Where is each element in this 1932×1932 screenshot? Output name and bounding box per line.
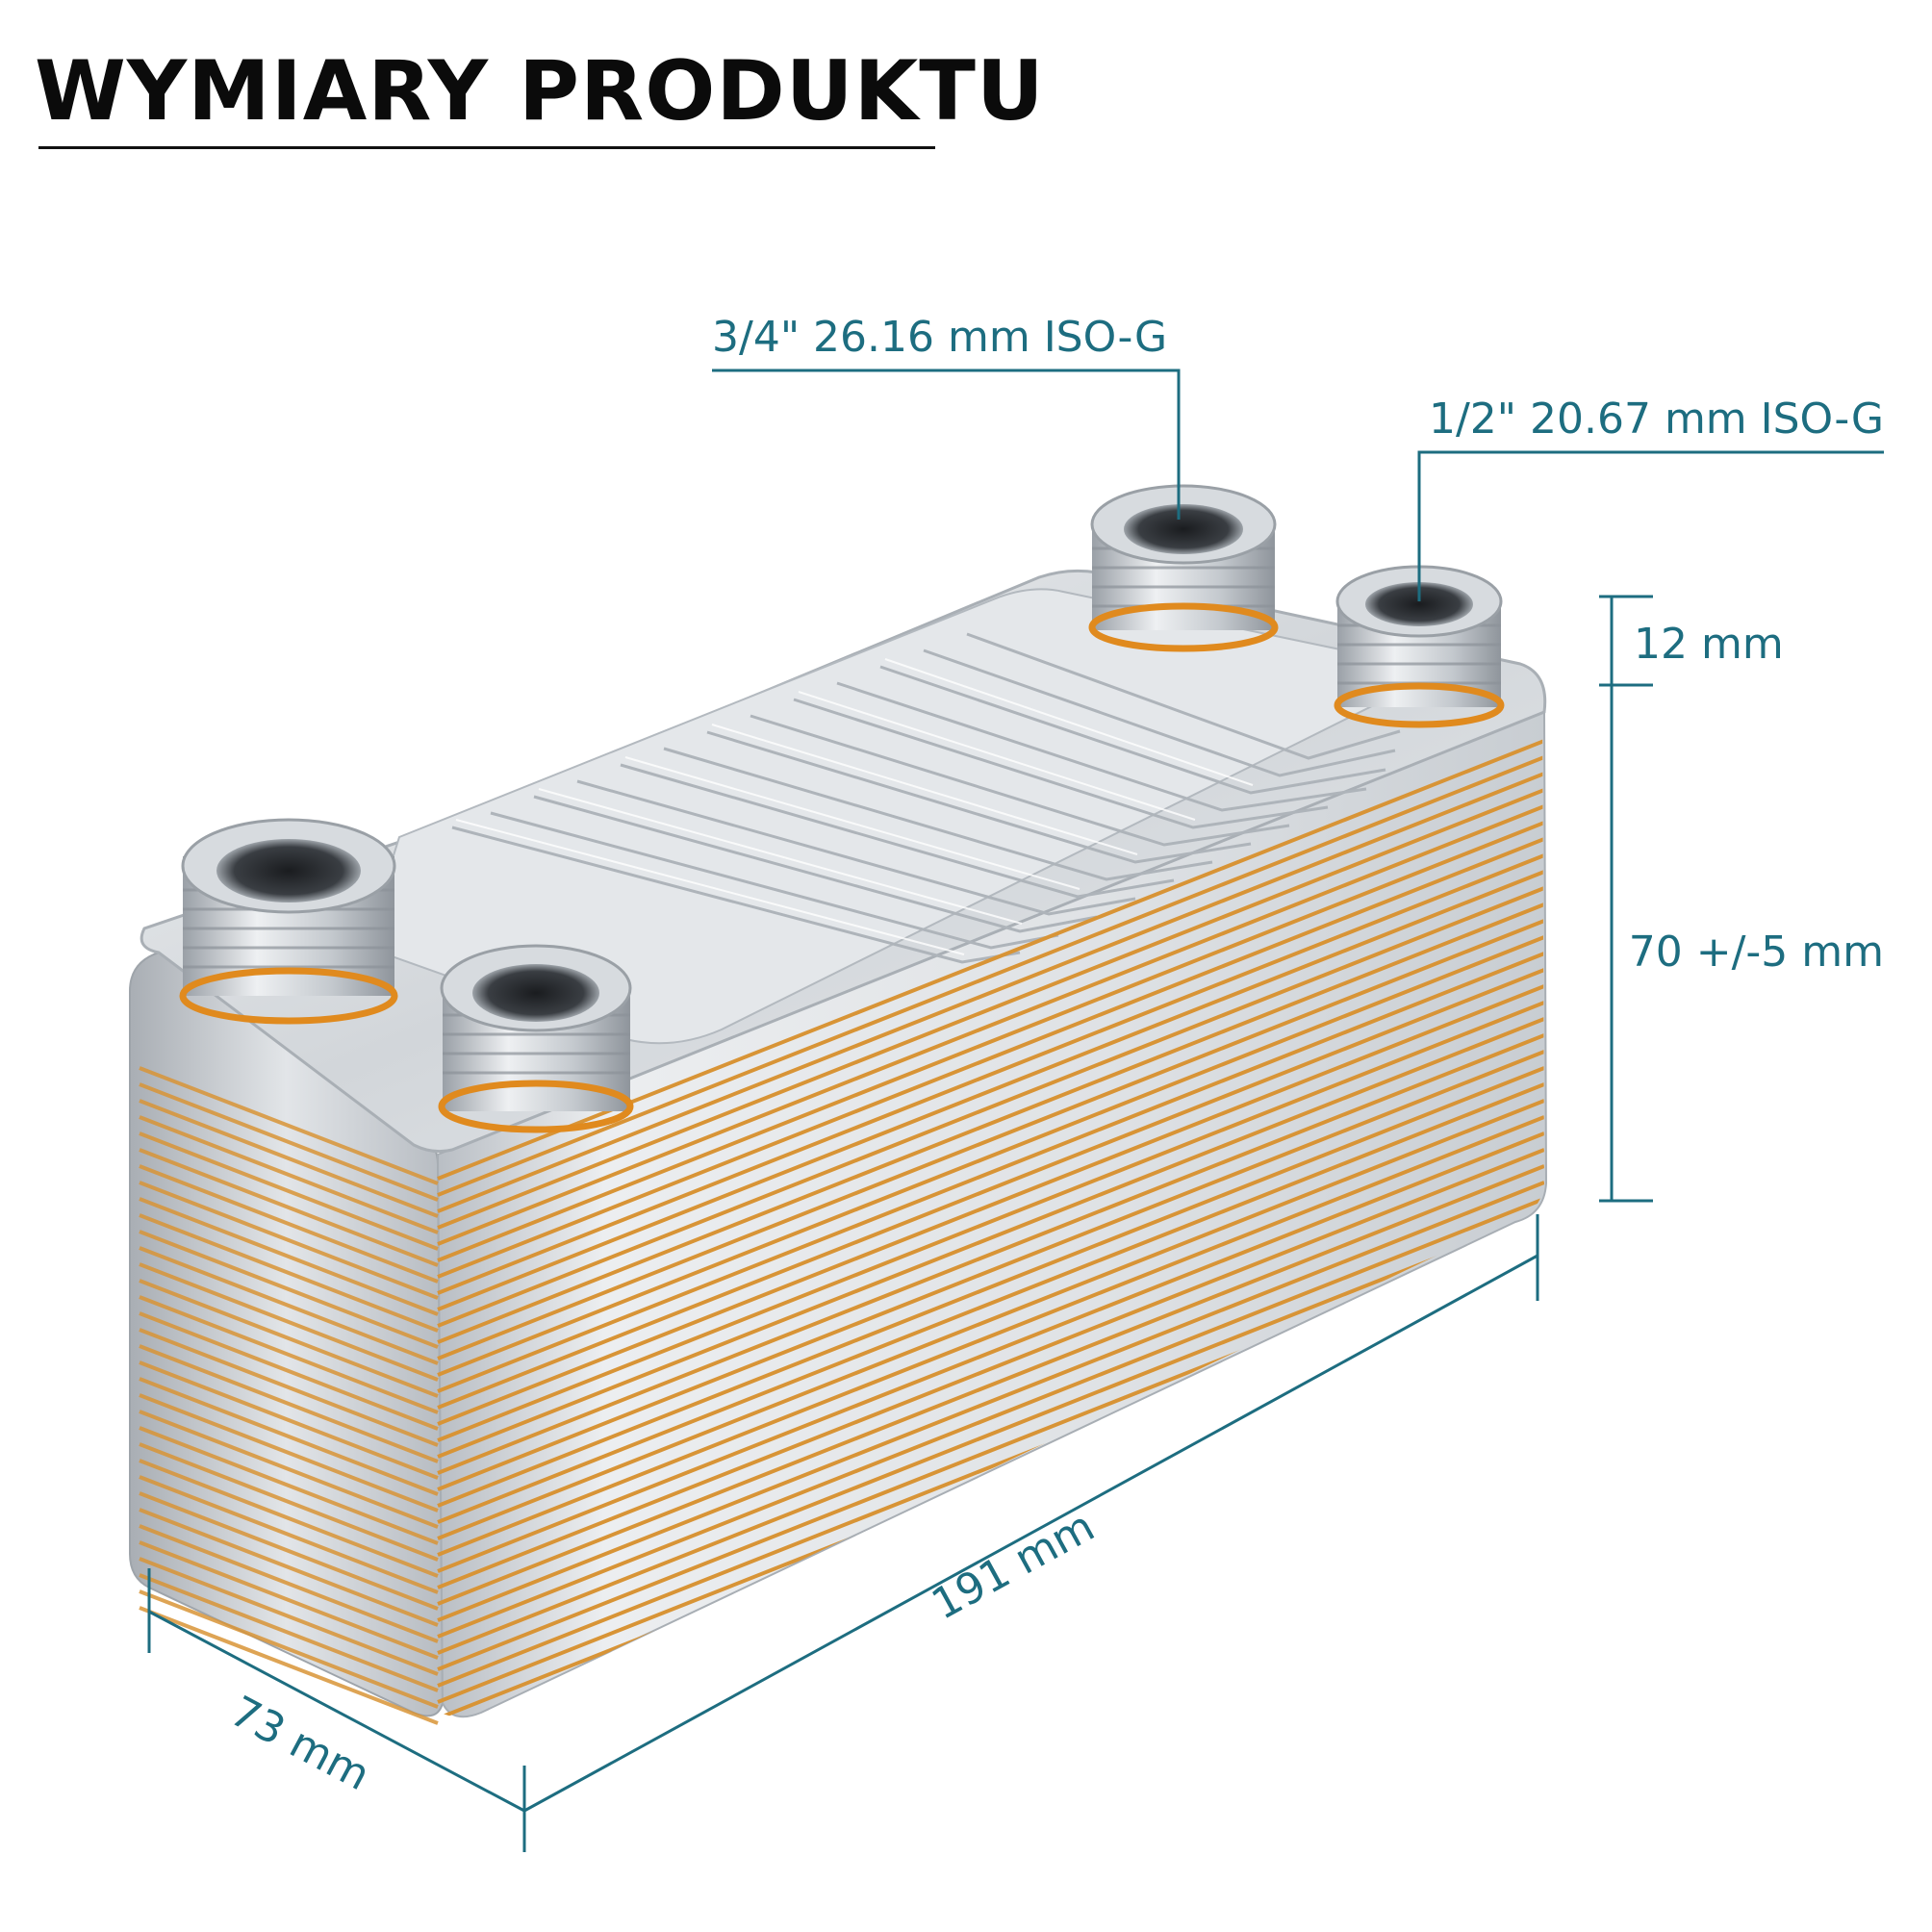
plate-line-end xyxy=(139,1589,439,1709)
plate-line-end xyxy=(139,1410,439,1529)
heat-exchanger xyxy=(129,569,1548,1725)
brazed-plates xyxy=(437,739,1544,1717)
plate-line-end xyxy=(139,1377,439,1496)
plate-line-end xyxy=(139,1099,439,1218)
plate-line xyxy=(437,886,1544,1328)
plate-line xyxy=(437,1066,1544,1508)
connector-back-left xyxy=(1088,484,1279,652)
plate-line-end xyxy=(139,1197,439,1316)
plate-line-end xyxy=(139,1459,439,1578)
height-label: 70 +/-5 mm xyxy=(1629,928,1884,977)
plate-line xyxy=(437,1131,1544,1573)
plate-line-end xyxy=(139,1230,439,1349)
plate-line-end xyxy=(139,1524,439,1643)
dimension-port-large: 3/4" 26.16 mm ISO-G xyxy=(712,313,1181,520)
dimension-port-small: 1/2" 20.67 mm ISO-G xyxy=(1417,394,1884,601)
dimension-connector-height xyxy=(1599,595,1653,687)
plate-line xyxy=(437,1213,1544,1655)
plate-line xyxy=(437,804,1544,1246)
plate-line xyxy=(437,870,1544,1311)
plate-line-end xyxy=(139,1508,439,1627)
plate-line-end xyxy=(139,1082,439,1202)
plate-line-end xyxy=(139,1246,439,1365)
plate-line-end xyxy=(139,1328,439,1447)
plate-line xyxy=(437,772,1544,1213)
length-label: 191 mm xyxy=(924,1502,1103,1630)
plate-line xyxy=(437,902,1544,1344)
plate-line-end xyxy=(139,1066,439,1185)
plate-line xyxy=(437,1050,1544,1491)
plate-line-end xyxy=(139,1181,439,1300)
plate-line-end xyxy=(139,1557,439,1676)
plate-line xyxy=(437,1164,1544,1606)
plate-line-end xyxy=(139,1606,439,1725)
plate-line xyxy=(437,968,1544,1410)
plate-line-end xyxy=(139,1540,439,1660)
plate-line xyxy=(437,853,1544,1295)
plate-line-end xyxy=(139,1148,439,1267)
connector-back-right xyxy=(1334,565,1505,728)
dimension-length xyxy=(522,1214,1539,1852)
plate-line-end xyxy=(139,1115,439,1234)
plate-line-end xyxy=(139,1573,439,1692)
plate-line xyxy=(437,1115,1544,1557)
plate-line xyxy=(437,1181,1544,1622)
plate-line-end xyxy=(139,1213,439,1333)
plate-line-end xyxy=(139,1295,439,1414)
plate-line xyxy=(437,919,1544,1360)
connector-front-right xyxy=(438,944,634,1133)
plate-line xyxy=(437,1001,1544,1442)
plate-line-end xyxy=(139,1164,439,1284)
end-plates xyxy=(139,1066,439,1725)
title-underline xyxy=(38,146,935,149)
plate-line-end xyxy=(139,1262,439,1382)
plate-line-end xyxy=(139,1360,439,1480)
plate-line xyxy=(437,1082,1544,1524)
plate-line-end xyxy=(139,1131,439,1251)
plate-line xyxy=(437,837,1544,1279)
plate-line-end xyxy=(139,1311,439,1431)
page-title: WYMIARY PRODUKTU xyxy=(35,43,1045,140)
dimension-height xyxy=(1599,685,1653,1203)
plate-line-end xyxy=(139,1393,439,1513)
plate-line-end xyxy=(139,1491,439,1611)
plate-line xyxy=(437,935,1544,1377)
connector-height-label: 12 mm xyxy=(1634,620,1784,669)
port-small-label: 1/2" 20.67 mm ISO-G xyxy=(1429,394,1884,444)
plate-line xyxy=(437,1017,1544,1459)
plate-line xyxy=(437,1033,1544,1475)
plate-line xyxy=(437,755,1544,1197)
plate-line-end xyxy=(139,1475,439,1594)
plate-line-end xyxy=(139,1344,439,1463)
plate-line-end xyxy=(139,1279,439,1398)
plate-line-end xyxy=(139,1442,439,1562)
connector-front-left xyxy=(179,818,398,1025)
plate-line xyxy=(437,1197,1544,1639)
dimension-width xyxy=(147,1568,525,1813)
plate-line xyxy=(437,1148,1544,1589)
port-large-label: 3/4" 26.16 mm ISO-G xyxy=(712,313,1167,362)
plate-line-end xyxy=(139,1426,439,1545)
plate-line xyxy=(437,1099,1544,1540)
plate-line xyxy=(437,952,1544,1393)
plate-line xyxy=(437,821,1544,1262)
width-label: 73 mm xyxy=(222,1687,377,1800)
plate-line xyxy=(437,788,1544,1230)
plate-line xyxy=(437,984,1544,1426)
